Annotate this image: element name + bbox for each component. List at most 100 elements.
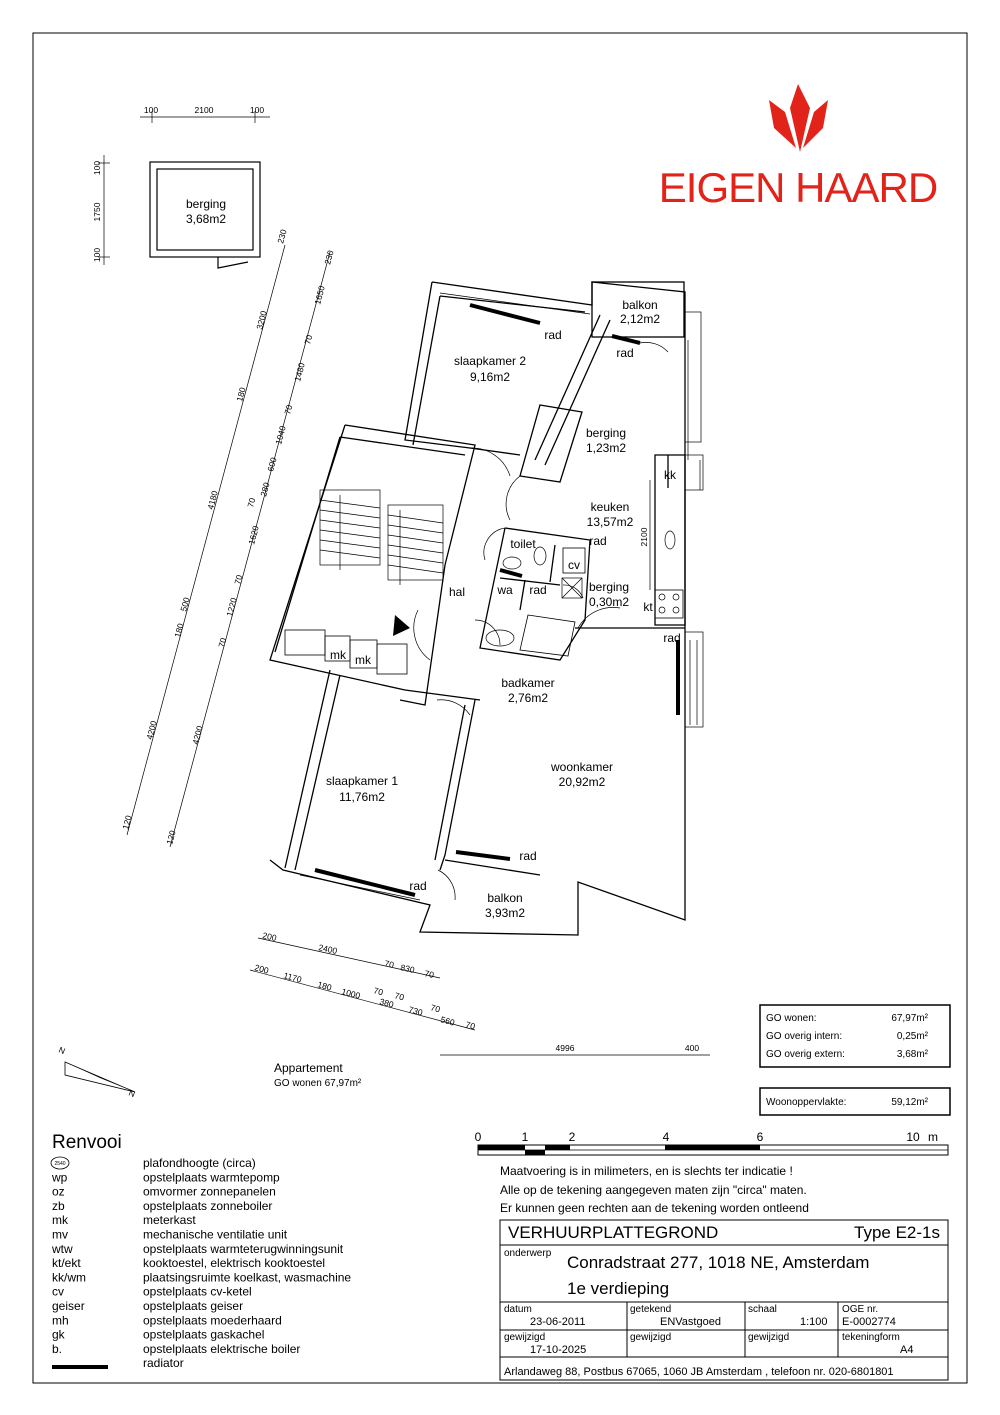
dim-b1-5: 70 <box>424 968 436 980</box>
dim-b2-10: 560 <box>439 1014 456 1027</box>
dim-diag-inner-4: 1480 <box>292 361 307 382</box>
mk-label-1: mk <box>330 648 347 662</box>
scale-tick-2: 2 <box>569 1130 576 1144</box>
room-area-badkamer: 2,76m2 <box>508 691 548 705</box>
dim-diag-outer-4: 4180 <box>205 489 220 510</box>
dim-diag-inner-12: 500 <box>178 596 191 613</box>
legend-symbol-code: 2540 <box>54 1161 65 1167</box>
dim-diag-inner-14: 70 <box>216 637 228 649</box>
room-name-wa: wa <box>496 583 513 597</box>
legend-code: wp <box>51 1170 68 1184</box>
diagonal-dimensions <box>126 244 331 848</box>
dim-left-2: 1750 <box>92 202 102 221</box>
area-value-3: 3,68m² <box>897 1049 929 1060</box>
dim-left-3: 100 <box>92 248 102 262</box>
dim-diag-inner-1: 230 <box>322 249 335 266</box>
dim-diag-inner-6: 1040 <box>273 424 288 445</box>
rad-label-4: rad <box>529 583 546 597</box>
woonoppervlakte-box: Woonoppervlakte: 59,12m² <box>759 1087 951 1116</box>
dim-b2-3: 180 <box>316 979 333 992</box>
woonoppervlakte-label: Woonoppervlakte: <box>766 1097 846 1108</box>
apartment-title: Appartement <box>274 1061 343 1075</box>
scale-tick-6: 6 <box>757 1130 764 1144</box>
room-area-woonkamer: 20,92m2 <box>559 775 606 789</box>
door-swings <box>413 342 669 901</box>
kitchen-dim-label: 2100 <box>639 527 649 546</box>
legend-code: kk/wm <box>52 1270 86 1284</box>
titleblock-gewijzigd-label-3: gewijzigd <box>748 1332 789 1343</box>
dim-b2-5: 70 <box>372 985 384 997</box>
legend-code: zb <box>52 1199 65 1213</box>
kt-label: kt <box>643 600 653 614</box>
room-name-balkon-top: balkon <box>622 298 657 312</box>
top-dimensions <box>98 111 270 265</box>
woonoppervlakte-value: 59,12m² <box>891 1097 928 1108</box>
dim-b2-6: 70 <box>393 990 405 1002</box>
titleblock-footer: Arlandaweg 88, Postbus 67065, 1060 JB Am… <box>504 1366 894 1378</box>
legend-description: opstelplaats cv-ketel <box>143 1285 252 1299</box>
dim-diag-inner-3: 70 <box>302 334 314 346</box>
room-labels: balkon 2,12m2 slaapkamer 2 9,16m2 bergin… <box>326 298 660 920</box>
legend-code: geiser <box>52 1299 85 1313</box>
room-area-berging-mini: 0,30m2 <box>589 595 629 609</box>
rad-label-3: rad <box>589 534 606 548</box>
sheet-border <box>32 32 968 1384</box>
room-name-balkon-bottom: balkon <box>487 891 522 905</box>
titleblock-datum: 23-06-2011 <box>530 1316 585 1328</box>
rad-label-6: rad <box>519 849 536 863</box>
note-2: Alle op de tekening aangegeven maten zij… <box>500 1183 807 1197</box>
area-value-1: 67,97m² <box>891 1013 928 1024</box>
scale-tick-0: 0 <box>475 1130 482 1144</box>
room-name-hal: hal <box>449 585 465 599</box>
room-name-cv: cv <box>568 558 580 572</box>
dim-diag-inner-16: 120 <box>164 829 177 846</box>
titleblock-gewijzigd-label-2: gewijzigd <box>630 1332 671 1343</box>
dim-diag-inner-11: 70 <box>232 574 244 586</box>
rad-label-1: rad <box>544 328 561 342</box>
dim-b3-2: 400 <box>685 1043 699 1053</box>
scale-unit: m <box>928 1130 938 1144</box>
titleblock-gewijzigd: 17-10-2025 <box>530 1344 586 1356</box>
legend-description: plaatsingsruimte koelkast, wasmachine <box>143 1270 351 1284</box>
diagonal-dimension-labels: 230 3200 180 4180 180 4200 120 230 1650 … <box>120 228 335 846</box>
area-summary-box: GO wonen: 67,97m² GO overig intern: 0,25… <box>759 1004 951 1068</box>
bottom-dimension-labels: 200 2400 70 830 70 200 1170 180 1000 70 … <box>253 930 699 1053</box>
note-1: Maatvoering is in milimeters, en is slec… <box>500 1164 793 1178</box>
dim-diag-outer-6: 4200 <box>144 719 159 740</box>
bottom-dimensions <box>249 937 710 1056</box>
window-lines <box>299 292 704 901</box>
floor-plan-walls <box>269 281 686 936</box>
legend-code: kt/ekt <box>52 1256 81 1270</box>
room-name-berging-small: berging <box>586 426 626 440</box>
legend-description: meterkast <box>143 1213 196 1227</box>
legend-title: Renvooi <box>52 1132 122 1153</box>
sanitary-fixtures <box>485 546 583 647</box>
legend-description: kooktoestel, elektrisch kooktoestel <box>143 1256 325 1270</box>
room-name-keuken: keuken <box>591 500 630 514</box>
titleblock-tekeningform-label: tekeningform <box>842 1332 900 1343</box>
legend-code: cv <box>52 1285 64 1299</box>
note-3: Er kunnen geen rechten aan de tekening w… <box>500 1201 809 1215</box>
dim-diag-inner-10: 1620 <box>246 524 261 545</box>
dim-top-2: 2100 <box>195 105 214 115</box>
dim-b2-11: 70 <box>464 1019 476 1031</box>
title-block: VERHUURPLATTEGROND Type E2-1s onderwerp … <box>499 1219 949 1381</box>
legend-description: radiator <box>143 1356 184 1370</box>
outside-storage <box>149 161 261 269</box>
legend-description: mechanische ventilatie unit <box>143 1228 288 1242</box>
compass-north-arrow: N N <box>57 1045 136 1100</box>
radiators <box>314 303 680 897</box>
legend-description: opstelplaats geiser <box>143 1299 243 1313</box>
room-name-slaapkamer-2: slaapkamer 2 <box>454 354 526 368</box>
titleblock-schaal-label: schaal <box>748 1304 777 1315</box>
dim-diag-inner-8: 280 <box>258 481 271 498</box>
legend-code: wtw <box>51 1242 73 1256</box>
room-name-berging-outside: berging <box>186 197 226 211</box>
titleblock-oge: E-0002774 <box>842 1316 896 1328</box>
ceiling-height-symbol <box>50 1156 70 1170</box>
dim-b2-2: 1170 <box>282 970 303 984</box>
area-value-2: 0,25m² <box>897 1031 929 1042</box>
legend-code: b. <box>52 1342 62 1356</box>
